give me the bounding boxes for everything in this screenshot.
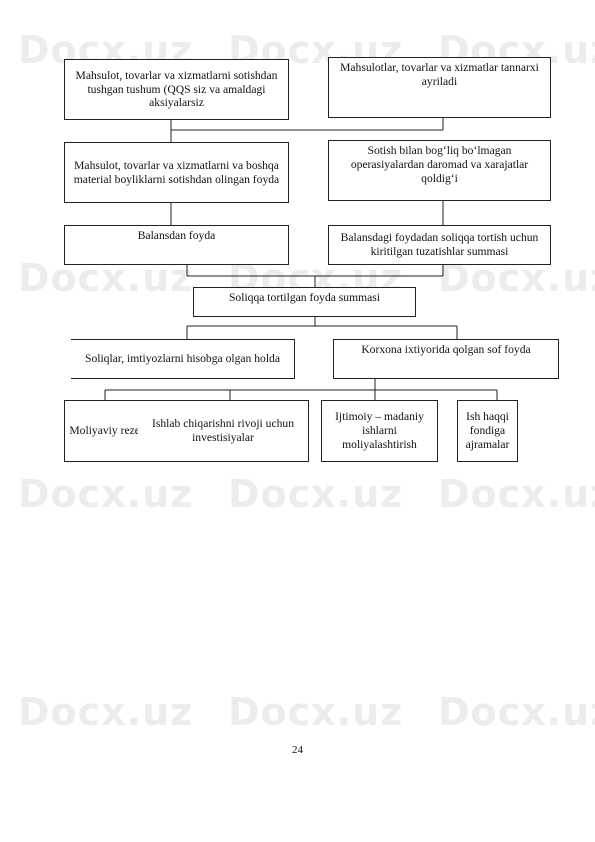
box-tax-adjust: Balansdagi foydadan soliqqa tortish uchu… <box>328 225 551 265</box>
watermark: Docx.uz <box>18 472 194 516</box>
page-number: 24 <box>292 744 303 756</box>
watermark: Docx.uz <box>228 472 404 516</box>
watermark: Docx.uz <box>438 690 595 734</box>
watermark: Docx.uz <box>18 690 194 734</box>
box-production: Ishlab chiqarishni rivoji uchun investis… <box>138 400 309 462</box>
box-balance-profit: Balansdan foyda <box>64 225 289 265</box>
box-taxes: Soliqlar, imtiyozlarni hisobga olgan hol… <box>71 339 295 379</box>
box-social: Ijtimoiy – madaniy ishlarni moliyalashti… <box>321 400 438 462</box>
box-revenue: Mahsulot, tovarlar va xizmatlarni sotish… <box>64 59 289 120</box>
box-reserve: Moliyaviy rezerf <box>64 400 152 462</box>
box-net-profit: Korxona ixtiyorida qolgan sof foyda <box>333 339 559 379</box>
box-taxable: Soliqqa tortilgan foyda summasi <box>193 287 416 317</box>
box-cost: Mahsulotlar, tovarlar va xizmatlar tanna… <box>328 57 551 118</box>
watermark: Docx.uz <box>228 690 404 734</box>
box-wage: Ish haqqi fondiga ajramalar <box>457 400 518 462</box>
box-sales-profit: Mahsulot, tovarlar va xizmatlarni va bos… <box>64 142 289 203</box>
box-non-sales: Sotish bilan bog‘liq bo‘lmagan operasiya… <box>328 140 551 201</box>
watermark: Docx.uz <box>438 472 595 516</box>
